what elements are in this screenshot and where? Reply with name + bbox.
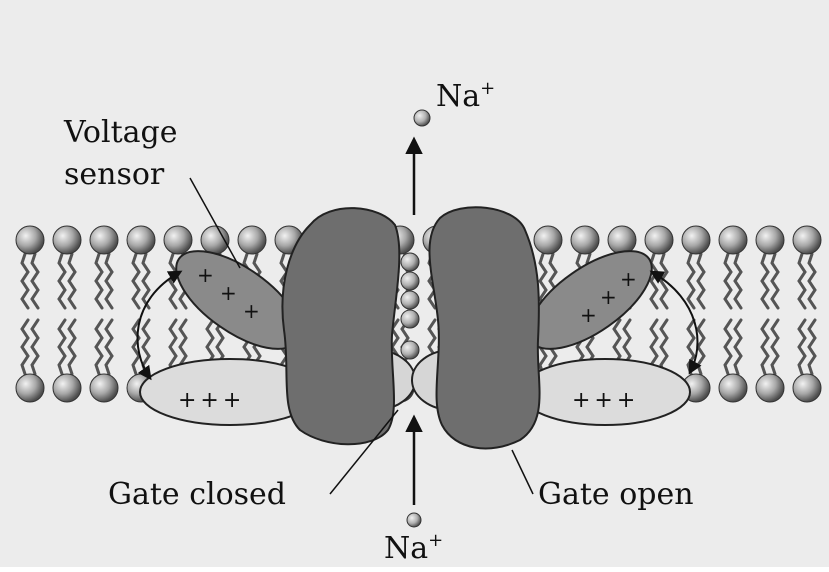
lipid-tail	[96, 320, 102, 374]
gate-open-label: Gate open	[538, 480, 694, 510]
lipid-tail	[725, 320, 731, 374]
lipid-head	[53, 374, 81, 402]
gate-open-leader	[512, 450, 533, 494]
sensor-charge-plus-4: +	[580, 303, 597, 327]
lipid-head	[16, 226, 44, 254]
lipid-head	[682, 226, 710, 254]
lipid-head	[793, 226, 821, 254]
lipid-tail	[69, 254, 75, 308]
lipid-head	[645, 226, 673, 254]
sodium-ion-label-bottom: Na+	[384, 532, 443, 564]
pore-sodium-ion	[401, 272, 419, 290]
sensor-charge-plus-5: +	[600, 285, 617, 309]
lipid-tail	[22, 254, 28, 308]
pore-sodium-ion	[401, 291, 419, 309]
pore-sodium-ion	[401, 341, 419, 359]
lipid-tail	[809, 320, 815, 374]
voltage-sensor-label-line1: Voltage	[64, 118, 177, 148]
right-channel-subunit	[430, 207, 540, 448]
lipid-head	[571, 226, 599, 254]
gate-closed-label: Gate closed	[108, 480, 286, 510]
sensor-charge-plus-6: +	[620, 267, 637, 291]
sodium-ion-label-top: Na+	[436, 80, 495, 112]
lipid-head	[53, 226, 81, 254]
pore-sodium-ion	[401, 253, 419, 271]
lipid-tail	[170, 254, 176, 308]
ion-symbol: Na	[384, 531, 428, 566]
lipid-tail	[59, 320, 65, 374]
lipid-tail	[772, 320, 778, 374]
sensor-charge-plus-1: +	[197, 263, 214, 287]
voltage-sensor-label-line2: sensor	[64, 160, 164, 190]
ion-charge: +	[480, 78, 495, 99]
lipid-head	[127, 226, 155, 254]
lipid-head	[238, 226, 266, 254]
lipid-tail	[69, 320, 75, 374]
lipid-tail	[133, 254, 139, 308]
lipid-tail	[799, 320, 805, 374]
entering-sodium-ion	[407, 513, 421, 527]
lipid-tail	[698, 320, 704, 374]
lipid-head	[793, 374, 821, 402]
pore-sodium-ion	[401, 310, 419, 328]
lipid-tail	[661, 320, 667, 374]
lipid-head	[164, 226, 192, 254]
lipid-head	[16, 374, 44, 402]
lipid-tail	[106, 320, 112, 374]
lipid-tail	[772, 254, 778, 308]
ion-charge: +	[428, 530, 443, 551]
lipid-tail	[688, 254, 694, 308]
lipid-head	[608, 226, 636, 254]
lipid-head	[90, 374, 118, 402]
lipid-tail	[651, 254, 657, 308]
right-loop-charges: +++	[572, 388, 639, 413]
lipid-head	[719, 226, 747, 254]
exiting-sodium-ion	[414, 110, 430, 126]
lipid-tail	[59, 254, 65, 308]
lipid-tail	[762, 254, 768, 308]
lipid-tail	[735, 320, 741, 374]
lipid-tail	[106, 254, 112, 308]
lipid-head	[90, 226, 118, 254]
lipid-tail	[809, 254, 815, 308]
lipid-tail	[22, 320, 28, 374]
lipid-head	[719, 374, 747, 402]
lipid-tail	[96, 254, 102, 308]
lipid-head	[756, 374, 784, 402]
lipid-head	[534, 226, 562, 254]
lipid-tail	[762, 320, 768, 374]
lipid-head	[756, 226, 784, 254]
lipid-tail	[735, 254, 741, 308]
lipid-tail	[698, 254, 704, 308]
left-loop-charges: +++	[178, 388, 245, 413]
lipid-tail	[725, 254, 731, 308]
lipid-tail	[32, 320, 38, 374]
pore-ions	[401, 253, 419, 359]
left-channel-subunit	[282, 208, 399, 444]
sensor-charge-plus-2: +	[220, 281, 237, 305]
lipid-tail	[32, 254, 38, 308]
ion-symbol: Na	[436, 79, 480, 114]
lipid-tail	[799, 254, 805, 308]
sensor-charge-plus-3: +	[243, 299, 260, 323]
